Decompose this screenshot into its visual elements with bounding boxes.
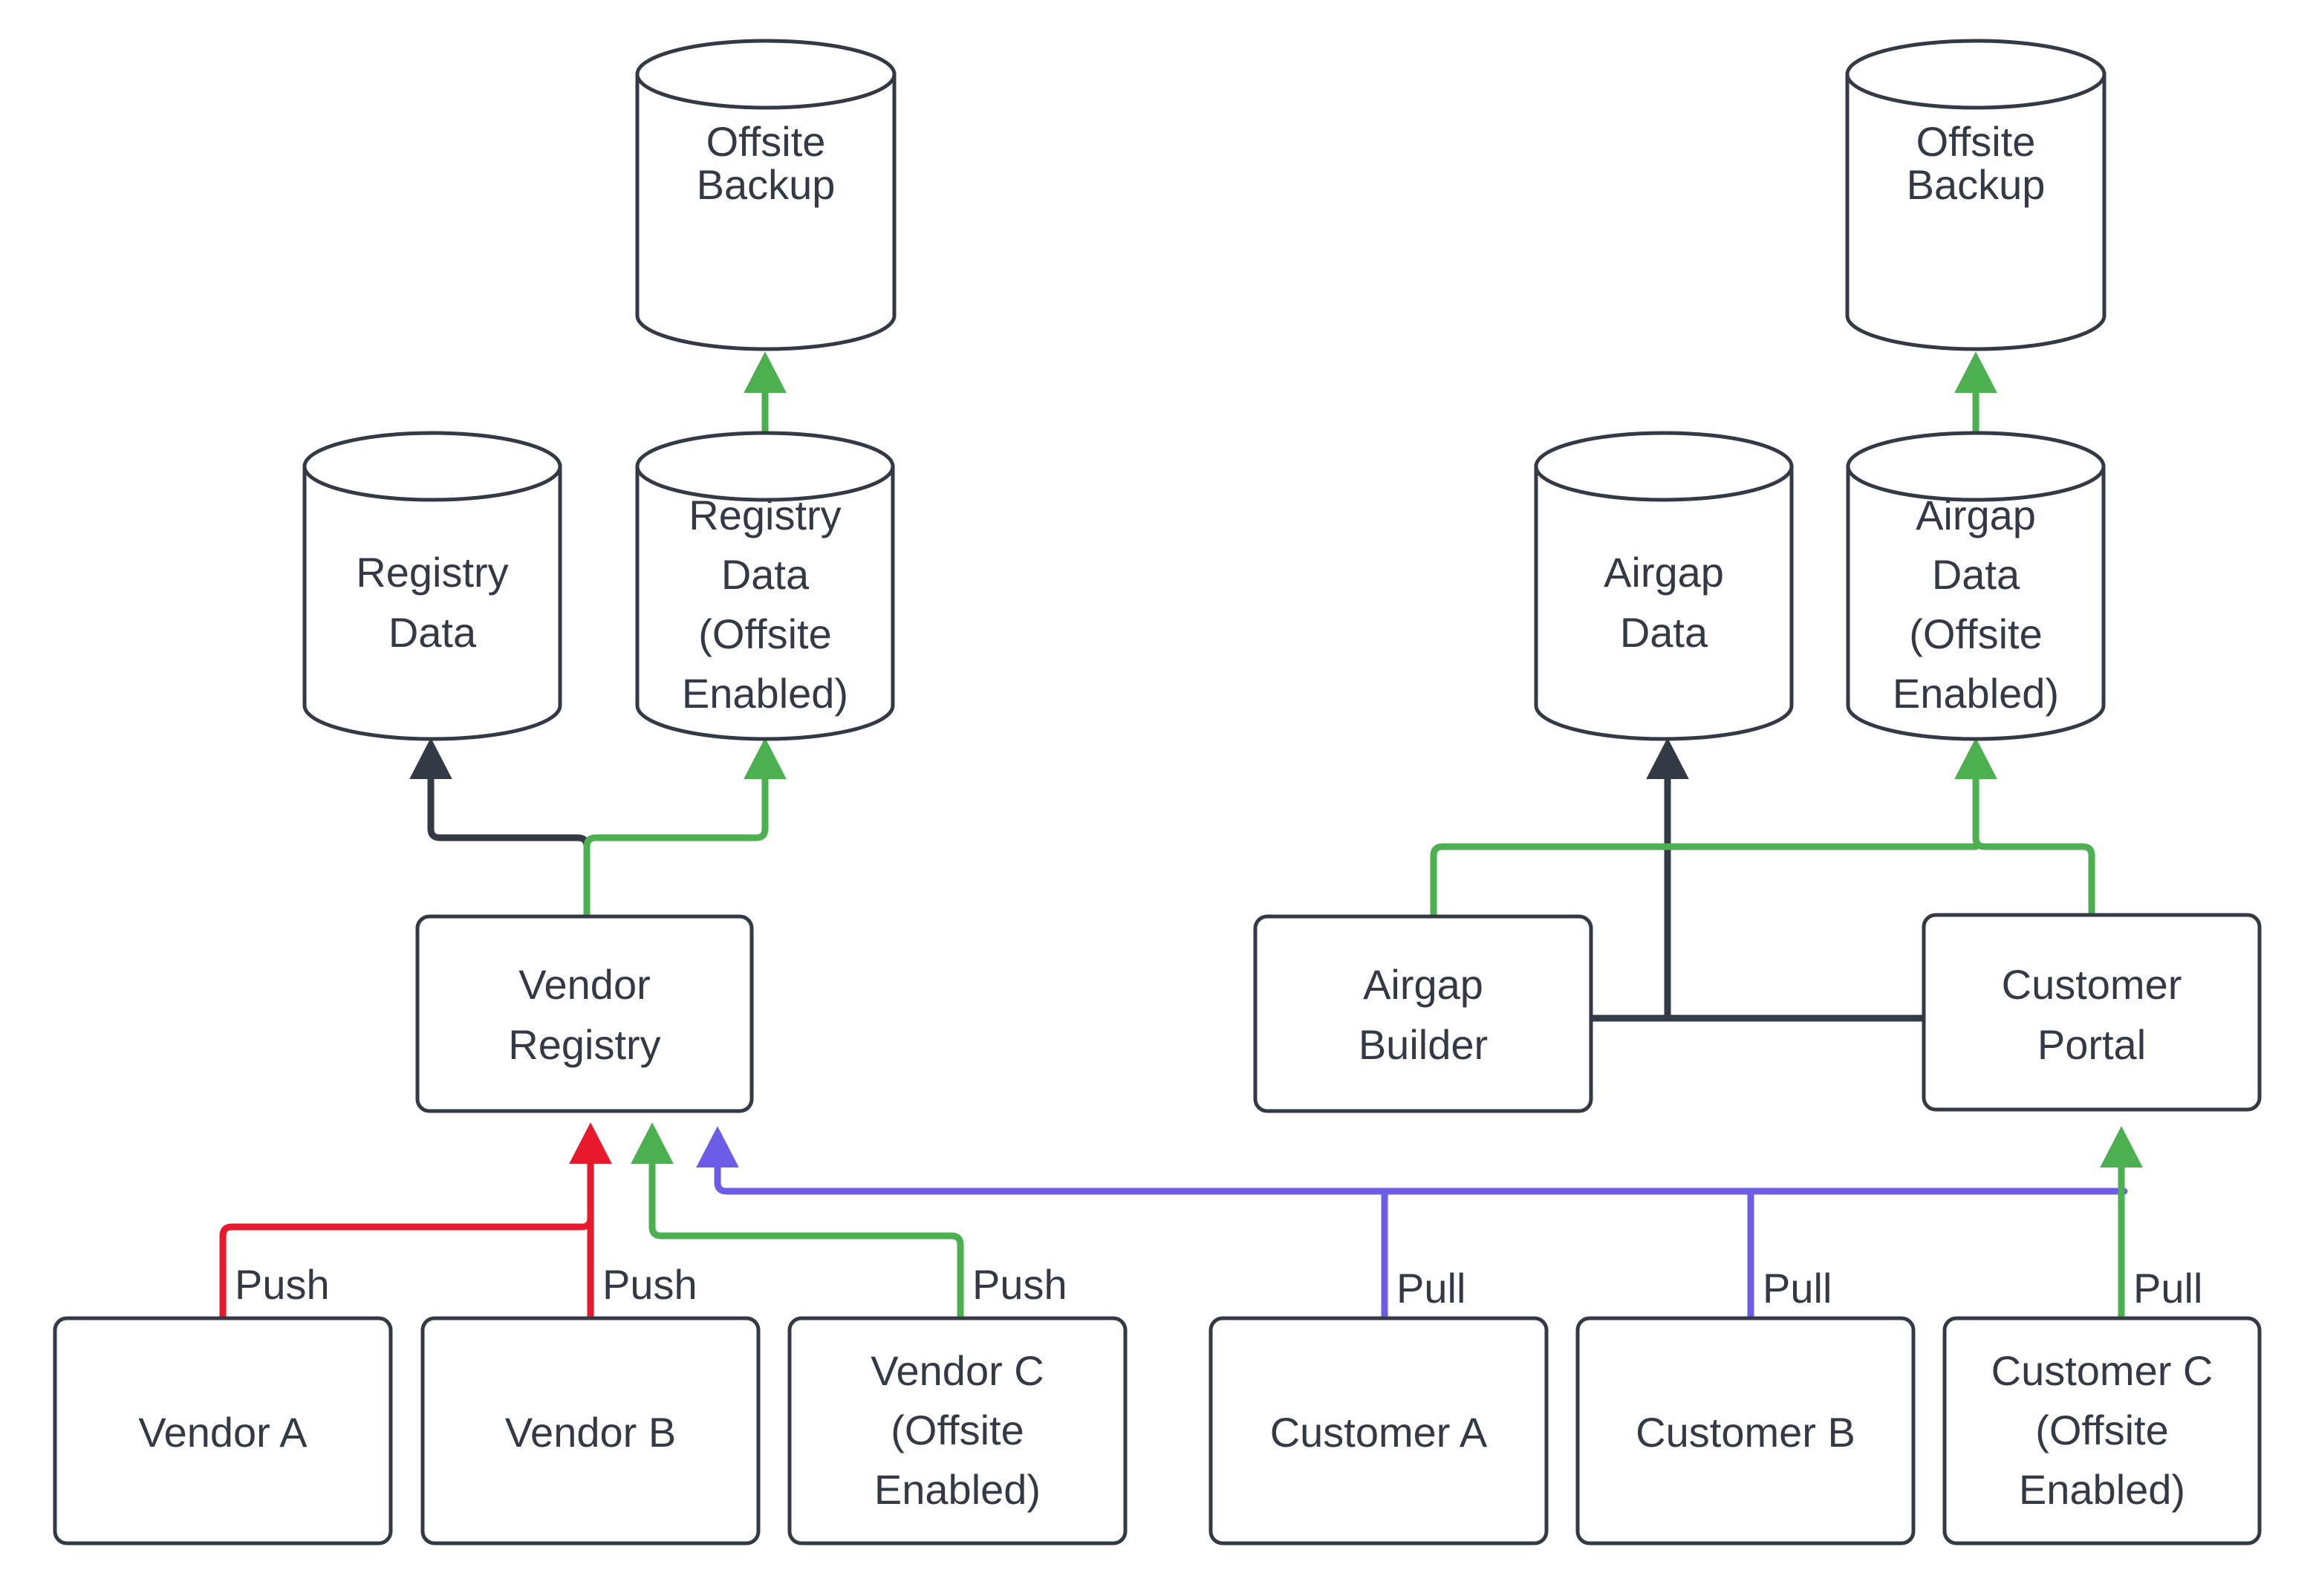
- node-label: Data: [1932, 551, 2020, 598]
- node-label: Offsite: [706, 118, 826, 165]
- edge-label-customer-a-pull: Pull: [1396, 1265, 1465, 1312]
- node-vendor-b[interactable]: Vendor B: [420, 1316, 761, 1545]
- node-airgap-data-offsite[interactable]: Airgap Data (Offsite Enabled): [1846, 431, 2106, 741]
- node-customer-c[interactable]: Customer C (Offsite Enabled): [1942, 1316, 2262, 1545]
- node-label: Enabled): [874, 1466, 1041, 1513]
- node-label: (Offsite: [698, 610, 831, 657]
- edge-label-vendor-a-push: Push: [235, 1261, 330, 1308]
- node-label: Enabled): [2019, 1466, 2185, 1513]
- node-offsite-backup-right[interactable]: Offsite Backup: [1845, 39, 2107, 351]
- edge-customer-portal-to-airgap-data-offsite: [1954, 737, 2095, 919]
- node-label: Enabled): [682, 670, 848, 717]
- node-label: Registry: [508, 1021, 660, 1068]
- node-label: Data: [721, 551, 810, 598]
- node-label: Portal: [2037, 1021, 2146, 1068]
- node-label: Airgap: [1916, 492, 2036, 538]
- edge-vendor-c-push: [631, 1122, 964, 1322]
- node-label: Vendor C: [871, 1347, 1044, 1394]
- node-customer-portal[interactable]: Customer Portal: [1922, 913, 2262, 1112]
- node-label: Data: [388, 609, 477, 656]
- node-vendor-registry[interactable]: Vendor Registry: [415, 914, 754, 1113]
- edge-pull-trunk-to-vendor-registry: [696, 1126, 2128, 1195]
- node-registry-data-offsite[interactable]: Registry Data (Offsite Enabled): [635, 431, 895, 741]
- node-label: Builder: [1359, 1021, 1488, 1068]
- node-label: Customer B: [1636, 1409, 1855, 1456]
- node-customer-a[interactable]: Customer A: [1208, 1316, 1549, 1545]
- edge-label-customer-c-pull: Pull: [2133, 1265, 2202, 1312]
- node-label: Airgap: [1363, 961, 1483, 1008]
- node-customer-b[interactable]: Customer B: [1575, 1316, 1916, 1545]
- edge-airgap-builder-to-airgap-data-offsite: [1430, 843, 1979, 920]
- node-label: Registry: [356, 549, 508, 596]
- node-label: Enabled): [1893, 670, 2059, 717]
- node-label: (Offsite: [891, 1407, 1024, 1453]
- node-vendor-c[interactable]: Vendor C (Offsite Enabled): [787, 1316, 1128, 1545]
- node-label: Vendor: [518, 961, 651, 1008]
- node-label: Customer: [2002, 961, 2182, 1008]
- node-airgap-data[interactable]: Airgap Data: [1534, 431, 1794, 741]
- node-vendor-a[interactable]: Vendor A: [53, 1316, 393, 1545]
- edge-vendor-registry-to-registry-data: [409, 737, 591, 920]
- edge-label-customer-b-pull: Pull: [1763, 1265, 1832, 1312]
- node-label: Customer C: [1991, 1347, 2213, 1394]
- node-label: Vendor B: [505, 1409, 676, 1456]
- node-airgap-builder[interactable]: Airgap Builder: [1253, 914, 1593, 1113]
- node-offsite-backup-left[interactable]: Offsite Backup: [635, 39, 897, 351]
- edge-label-vendor-c-push: Push: [972, 1261, 1067, 1308]
- node-label: Vendor A: [138, 1409, 308, 1456]
- node-label: Customer A: [1270, 1409, 1488, 1456]
- node-registry-data[interactable]: Registry Data: [302, 431, 562, 741]
- edge-label-vendor-b-push: Push: [602, 1261, 697, 1308]
- node-label: Backup: [697, 161, 836, 208]
- edge-vendor-registry-to-registry-data-offsite: [583, 737, 787, 920]
- node-label: (Offsite: [2035, 1407, 2168, 1453]
- node-label: Backup: [1907, 161, 2046, 208]
- node-label: Offsite: [1916, 118, 2036, 165]
- node-label: (Offsite: [1909, 610, 2042, 657]
- node-label: Airgap: [1604, 549, 1724, 596]
- node-label: Registry: [689, 492, 841, 538]
- node-label: Data: [1620, 609, 1708, 656]
